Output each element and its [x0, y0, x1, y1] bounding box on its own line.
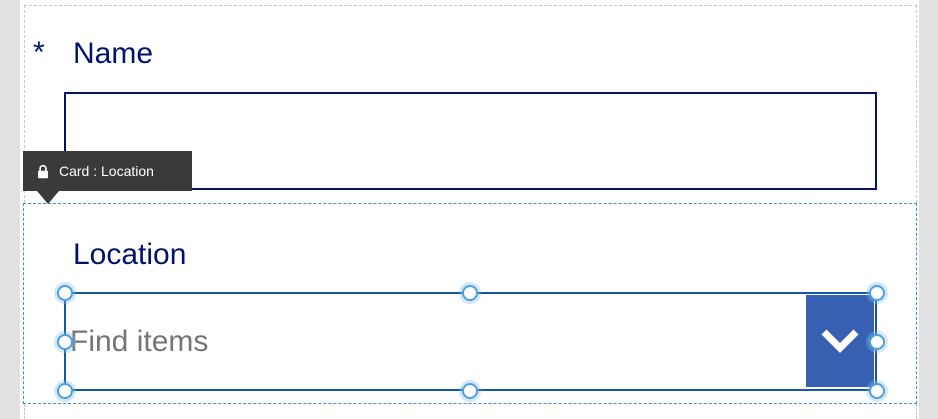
selection-handle-top-right[interactable]: [869, 285, 885, 301]
locked-card-tooltip: Card : Location: [23, 151, 192, 204]
locked-card-tooltip-text: Card : Location: [59, 163, 154, 179]
selection-handle-mid-left[interactable]: [57, 334, 73, 350]
lock-icon: [38, 164, 48, 178]
name-card-label[interactable]: Name: [73, 37, 154, 70]
selection-handle-top-left[interactable]: [57, 285, 73, 301]
location-combobox[interactable]: Find items: [64, 292, 877, 391]
selection-handle-mid-right[interactable]: [869, 334, 885, 350]
name-text-input[interactable]: [64, 92, 877, 190]
selection-handle-bottom-left[interactable]: [57, 383, 73, 399]
required-marker: *: [33, 36, 45, 69]
datacard-next-partial[interactable]: [24, 404, 917, 419]
combobox-placeholder: Find items: [70, 324, 209, 358]
combobox-dropdown-button[interactable]: [806, 295, 874, 387]
datacard-name[interactable]: [24, 5, 917, 203]
selection-handle-bottom-center[interactable]: [462, 383, 478, 399]
location-card-label[interactable]: Location: [73, 238, 187, 271]
selection-handle-top-center[interactable]: [462, 285, 478, 301]
chevron-down-icon: [821, 329, 859, 353]
datacard-location-selected[interactable]: [23, 203, 917, 404]
selection-handle-bottom-right[interactable]: [869, 383, 885, 399]
